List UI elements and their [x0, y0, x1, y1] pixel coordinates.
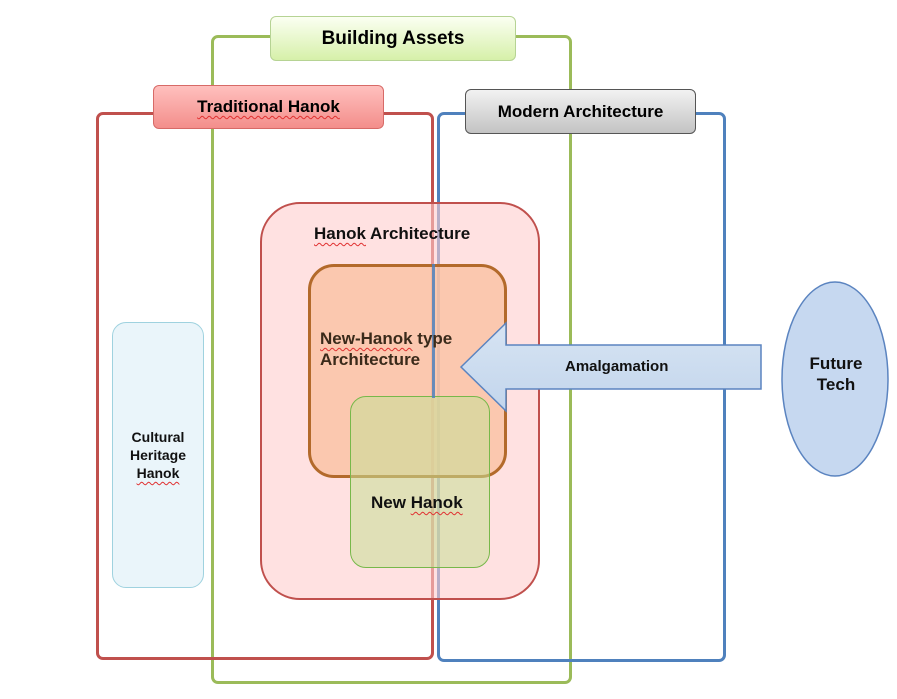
building-assets-text: Building Assets — [321, 27, 465, 49]
hanok-architecture-label: Hanok Architecture — [314, 224, 471, 243]
cultural-heritage-label: Cultural Heritage Hanok — [129, 429, 187, 481]
traditional-hanok-label: Traditional Hanok — [153, 85, 384, 129]
new-hanok-region — [350, 396, 490, 568]
modern-left-edge-line — [432, 264, 435, 398]
traditional-hanok-text: Traditional Hanok — [197, 97, 340, 116]
amalgamation-label: Amalgamation — [565, 358, 669, 375]
building-right-edge-line — [569, 202, 572, 600]
future-tech-label: Future Tech — [809, 354, 863, 394]
future-tech-ellipse — [781, 281, 889, 477]
modern-architecture-label: Modern Architecture — [465, 89, 696, 134]
modern-architecture-text: Modern Architecture — [497, 101, 664, 121]
new-hanok-type-label: New-Hanok type Architecture — [320, 329, 453, 369]
cultural-heritage-region — [112, 322, 204, 588]
new-hanok-label: New Hanok — [371, 493, 463, 512]
building-assets-label: Building Assets — [270, 16, 516, 61]
